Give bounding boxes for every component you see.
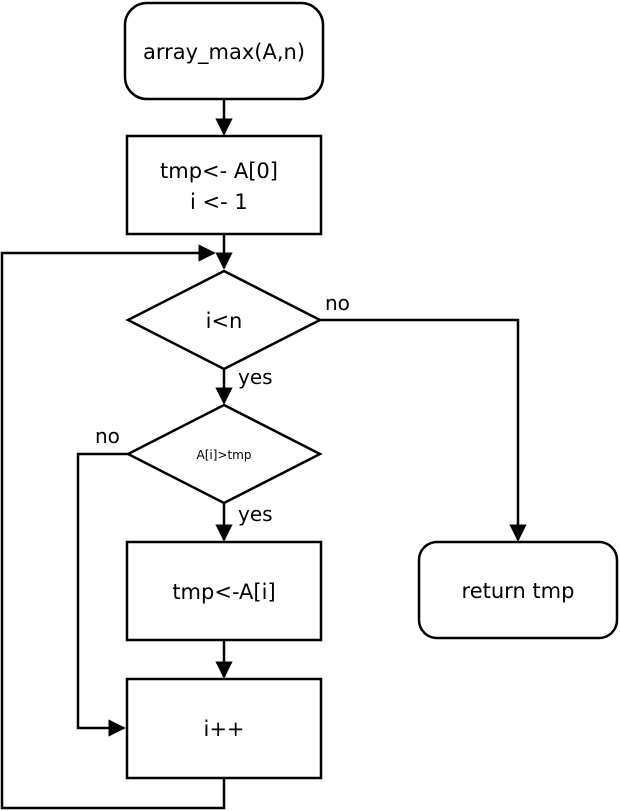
start-node-label: array_max(A,n): [143, 40, 305, 65]
loop-yes-label: yes: [238, 365, 273, 389]
compare-no-label: no: [95, 424, 120, 448]
init-node-label-line1: tmp<- A[0]: [160, 159, 278, 183]
increment-node-label: i++: [203, 717, 244, 741]
compare-decision-label: A[i]>tmp: [197, 448, 252, 462]
edge-compare-no-to-increment: [76, 452, 128, 737]
edge-loop-no-to-return: [320, 318, 527, 542]
loop-no-label: no: [325, 291, 350, 315]
start-node: [123, 1, 325, 101]
compare-yes-label: yes: [238, 502, 273, 526]
init-node-label-line2: i <- 1: [190, 190, 248, 214]
return-node: [417, 540, 619, 640]
init-node: [125, 134, 323, 236]
compare-decision: [125, 403, 323, 505]
loop-condition-label: i<n: [206, 309, 243, 333]
assign-node-label: tmp<-A[i]: [172, 580, 275, 604]
return-node-label: return tmp: [462, 579, 575, 603]
loop-condition-decision: [125, 269, 323, 371]
increment-node: [125, 677, 323, 780]
assign-node: [125, 540, 323, 642]
edge-loop-back: [0, 244, 226, 810]
